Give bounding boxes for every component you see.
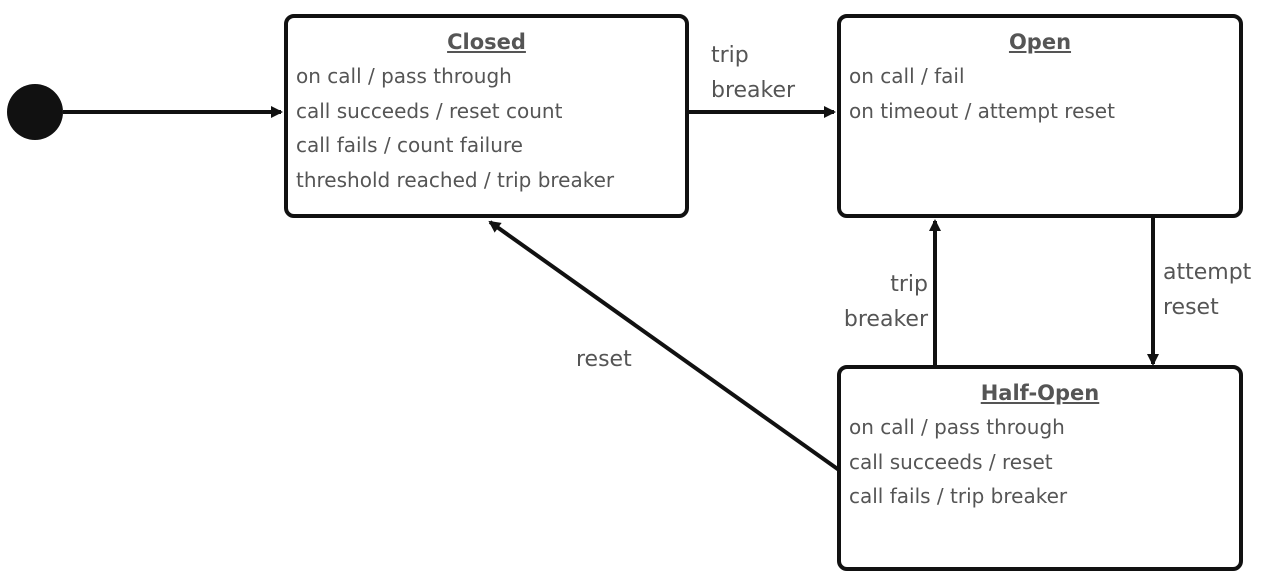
- state-action: on call / fail: [849, 64, 965, 88]
- transition-label-closed-to-open: trip breaker: [711, 38, 795, 108]
- state-action: call fails / count failure: [296, 133, 523, 157]
- transition-label-line: reset: [576, 347, 632, 372]
- transition-label-half-open-to-closed: reset: [576, 342, 632, 377]
- state-closed: Closed on call / pass through call succe…: [284, 14, 689, 218]
- state-half-open-actions: on call / pass through call succeeds / r…: [841, 410, 1239, 514]
- transition-label-line: attempt: [1163, 260, 1252, 285]
- state-action: on timeout / attempt reset: [849, 98, 1115, 123]
- transition-label-half-open-to-open: trip breaker: [844, 267, 928, 337]
- transition-label-line: trip: [890, 272, 928, 297]
- state-action: threshold reached / trip breaker: [296, 167, 615, 192]
- state-half-open: Half-Open on call / pass through call su…: [837, 365, 1243, 571]
- half-open-to-closed-arrow: [488, 220, 841, 472]
- state-closed-title: Closed: [447, 30, 526, 54]
- transition-label-open-to-half-open: attempt reset: [1163, 255, 1251, 325]
- transition-label-line: breaker: [843, 307, 928, 332]
- state-action: on call / pass through: [849, 415, 1065, 439]
- state-action: call succeeds / reset count: [296, 98, 563, 123]
- state-open-title: Open: [1008, 30, 1072, 54]
- state-action: call succeeds / reset: [849, 449, 1053, 474]
- transition-label-line: reset: [1163, 295, 1219, 320]
- state-half-open-title: Half-Open: [980, 381, 1100, 405]
- transition-label-line: trip: [711, 43, 749, 68]
- state-open-actions: on call / fail on timeout / attempt rese…: [841, 59, 1239, 128]
- state-open: Open on call / fail on timeout / attempt…: [837, 14, 1243, 218]
- initial-state-dot: [7, 84, 63, 140]
- state-closed-actions: on call / pass through call succeeds / r…: [288, 59, 685, 197]
- state-action: on call / pass through: [296, 64, 512, 88]
- state-action: call fails / trip breaker: [849, 484, 1068, 508]
- transition-label-line: breaker: [711, 78, 796, 103]
